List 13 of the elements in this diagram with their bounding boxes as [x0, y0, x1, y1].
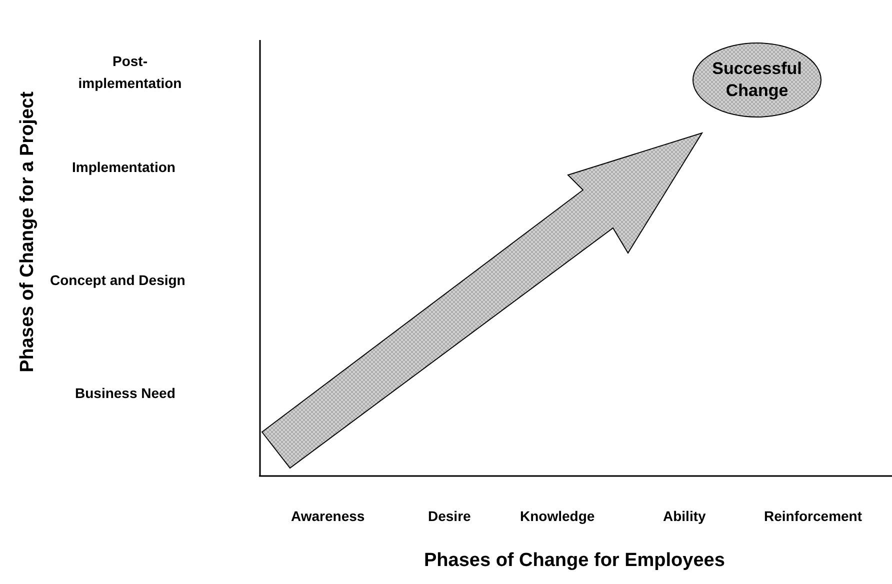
axis-title: Phases of Change for a Project	[17, 92, 39, 372]
axis-tick-label: Awareness	[291, 508, 365, 524]
outcome-ellipse	[692, 42, 822, 118]
axis-tick-label: Implementation	[72, 159, 176, 175]
axis-tick-label: Ability	[663, 508, 706, 524]
axis-tick-label: Business Need	[75, 385, 176, 401]
axis-tick-label: Desire	[428, 508, 471, 524]
axis-tick-label: Reinforcement	[764, 508, 862, 524]
axis-tick-label: Concept and Design	[50, 272, 186, 288]
axis-tick-label: Knowledge	[520, 508, 595, 524]
node-label: Successful Change	[712, 58, 802, 102]
axis-title: Phases of Change for Employees	[424, 550, 725, 572]
axis-tick-label: Post-implementation	[77, 52, 183, 93]
